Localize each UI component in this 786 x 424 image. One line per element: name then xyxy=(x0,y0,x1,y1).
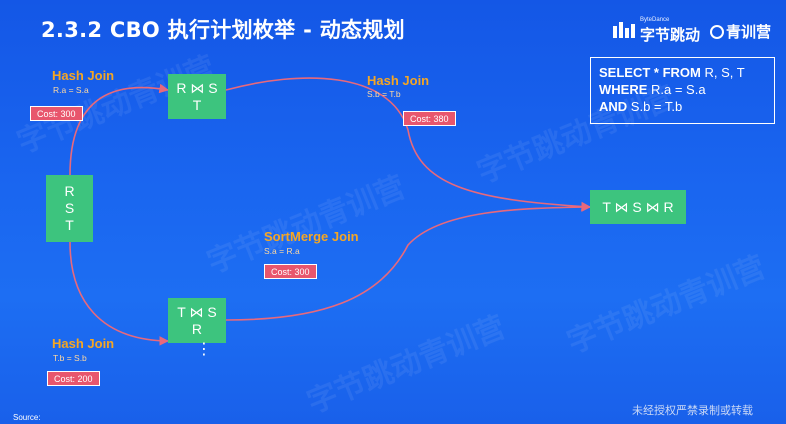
join-label-middle: SortMerge Join xyxy=(264,229,359,244)
cost-badge-middle: Cost: 300 xyxy=(264,264,317,279)
sql-query-box: SELECT * FROM R, S, T WHERE R.a = S.a AN… xyxy=(590,57,775,124)
join-label-bottom-left: Hash Join xyxy=(52,336,115,351)
join-label-top-left: Hash Join xyxy=(52,68,115,83)
cost-badge-bottom-left: Cost: 200 xyxy=(47,371,100,386)
join-cond-top-left: R.a = S.a xyxy=(53,85,89,95)
edge-rst-to-rs-t xyxy=(69,83,169,176)
node-final-join: T ⋈ S ⋈ R xyxy=(590,190,686,224)
sql-keyword: AND xyxy=(599,99,628,114)
join-cond-bottom-left: T.b = S.b xyxy=(53,353,87,363)
cost-badge-top-left: Cost: 300 xyxy=(30,106,83,121)
cost-badge-top-right: Cost: 380 xyxy=(403,111,456,126)
sql-line-3: AND S.b = T.b xyxy=(599,98,774,115)
node-rs-join-t: R ⋈ S T xyxy=(168,74,226,119)
sql-keyword: SELECT * FROM xyxy=(599,65,701,80)
sql-text: R.a = S.a xyxy=(647,82,706,97)
join-label-top-right: Hash Join xyxy=(367,73,430,88)
bytedance-bars-icon xyxy=(613,22,635,38)
sql-line-2: WHERE R.a = S.a xyxy=(599,81,774,98)
more-plans-ellipsis: ⋮ xyxy=(196,341,212,358)
camp-q-icon xyxy=(710,25,724,39)
source-label: Source: xyxy=(13,413,41,422)
join-cond-middle: S.a = R.a xyxy=(264,246,300,256)
sql-line-1: SELECT * FROM R, S, T xyxy=(599,64,774,81)
join-cond-top-right: S.b = T.b xyxy=(367,89,401,99)
sql-text: R, S, T xyxy=(700,65,745,80)
sql-keyword: WHERE xyxy=(599,82,648,97)
edge-rs-t-to-final xyxy=(225,77,591,212)
edge-rst-to-ts-r xyxy=(69,241,169,346)
bytedance-logo-text: 字节跳动 xyxy=(640,26,701,44)
node-ts-join-r: T ⋈ S R xyxy=(168,298,226,343)
camp-logo-text: 青训营 xyxy=(726,23,772,41)
edge-ts-r-to-final xyxy=(225,202,591,321)
footer-watermark: 未经授权严禁录制或转载 xyxy=(632,404,753,417)
node-rst: R S T xyxy=(46,175,93,242)
bytedance-logo-small-text: ByteDance xyxy=(640,17,670,23)
sql-text: S.b = T.b xyxy=(627,99,683,114)
camp-logo: 青训营 xyxy=(710,21,771,42)
slide-title: 2.3.2 CBO 执行计划枚举 - 动态规划 xyxy=(41,18,405,42)
